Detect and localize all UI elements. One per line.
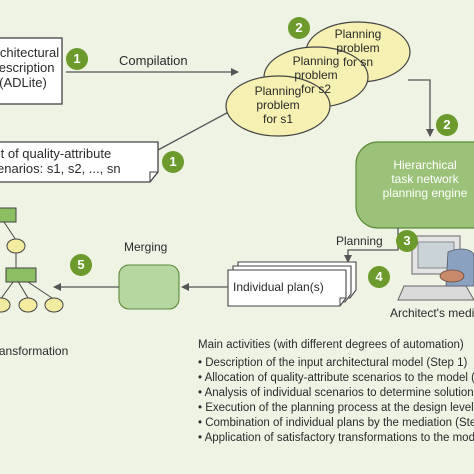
activity-item: • Allocation of quality-attribute scenar… [198, 372, 474, 384]
problem-s1-line-3: for s1 [262, 112, 293, 126]
transformation-label: Transformation [0, 344, 69, 358]
activity-item: • Execution of the planning process at t… [198, 402, 474, 414]
resulting-model-tree [0, 207, 64, 313]
planning-problem-ellipse-s1 [225, 75, 331, 137]
planning-problem-s1-label: Planning problem for s1 [238, 84, 318, 126]
problem-sn-line-3: for sn [342, 55, 373, 69]
input-model-box [0, 37, 63, 105]
individual-plans-stack [227, 261, 357, 307]
input-model-line-1: Architectural [0, 45, 60, 60]
input-model-label: Architectural description (ADLite) [0, 45, 60, 90]
planning-problem-sn-label: Planning problem for sn [318, 27, 398, 69]
scenario-list-label: List of quality-attribute scenarios: s1,… [0, 146, 121, 176]
architect-computer-illustration [397, 235, 474, 301]
merging-label: Merging [124, 240, 168, 254]
planning-label: Planning [336, 234, 383, 248]
step-badge-2-engine: 2 [436, 114, 458, 136]
planning-engine-label: Hierarchical task network planning engin… [370, 158, 474, 200]
engine-line-1: Hierarchical [393, 158, 457, 172]
merging-box [118, 264, 180, 310]
scenario-arrow [157, 107, 237, 151]
problem-s1-line-1: Planning [254, 84, 302, 98]
problem-sn-line-1: Planning [334, 27, 382, 41]
input-model-line-3: (ADLite) [0, 75, 47, 90]
problems-to-engine-arrow [408, 79, 434, 137]
planning-problem-s2-label: Planning problem for s2 [276, 54, 356, 96]
activities-title: Main activities (with different degrees … [198, 339, 464, 351]
planning-engine-box [355, 141, 474, 229]
activity-item: • Application of satisfactory transforma… [198, 432, 474, 444]
scenario-list-line-1: List of quality-attribute [0, 146, 112, 161]
activity-item: • Analysis of individual scenarios to de… [198, 387, 474, 399]
step-badge-2-problems: 2 [288, 17, 310, 39]
scenario-list-document [0, 141, 159, 183]
step-badge-4-mediation: 4 [368, 266, 390, 288]
individual-plans-label: Individual plan(s) [233, 280, 324, 294]
input-model-line-2: description [0, 60, 55, 75]
step-badge-1-compilation: 1 [66, 48, 88, 70]
problem-s1-line-2: problem [256, 98, 300, 112]
problem-sn-line-2: problem [336, 41, 380, 55]
step-badge-5-merging: 5 [70, 254, 92, 276]
step-badge-3-planning: 3 [396, 230, 418, 252]
problem-s2-line-3: for s2 [300, 82, 331, 96]
activity-item: • Combination of individual plans by the… [198, 417, 474, 429]
problem-s2-line-1: Planning [292, 54, 340, 68]
scenario-list-line-2: scenarios: s1, s2, ..., sn [0, 161, 121, 176]
engine-line-3: planning engine [382, 186, 468, 200]
activity-item: • Description of the input architectural… [198, 357, 468, 369]
main-activities-list: Main activities (with different degrees … [198, 338, 474, 446]
architect-mediation-label: Architect's mediation [390, 306, 474, 320]
compilation-label: Compilation [119, 53, 188, 68]
engine-line-2: task network [391, 172, 459, 186]
step-badge-1-scenarios: 1 [162, 151, 184, 173]
problem-s2-line-2: problem [294, 68, 338, 82]
